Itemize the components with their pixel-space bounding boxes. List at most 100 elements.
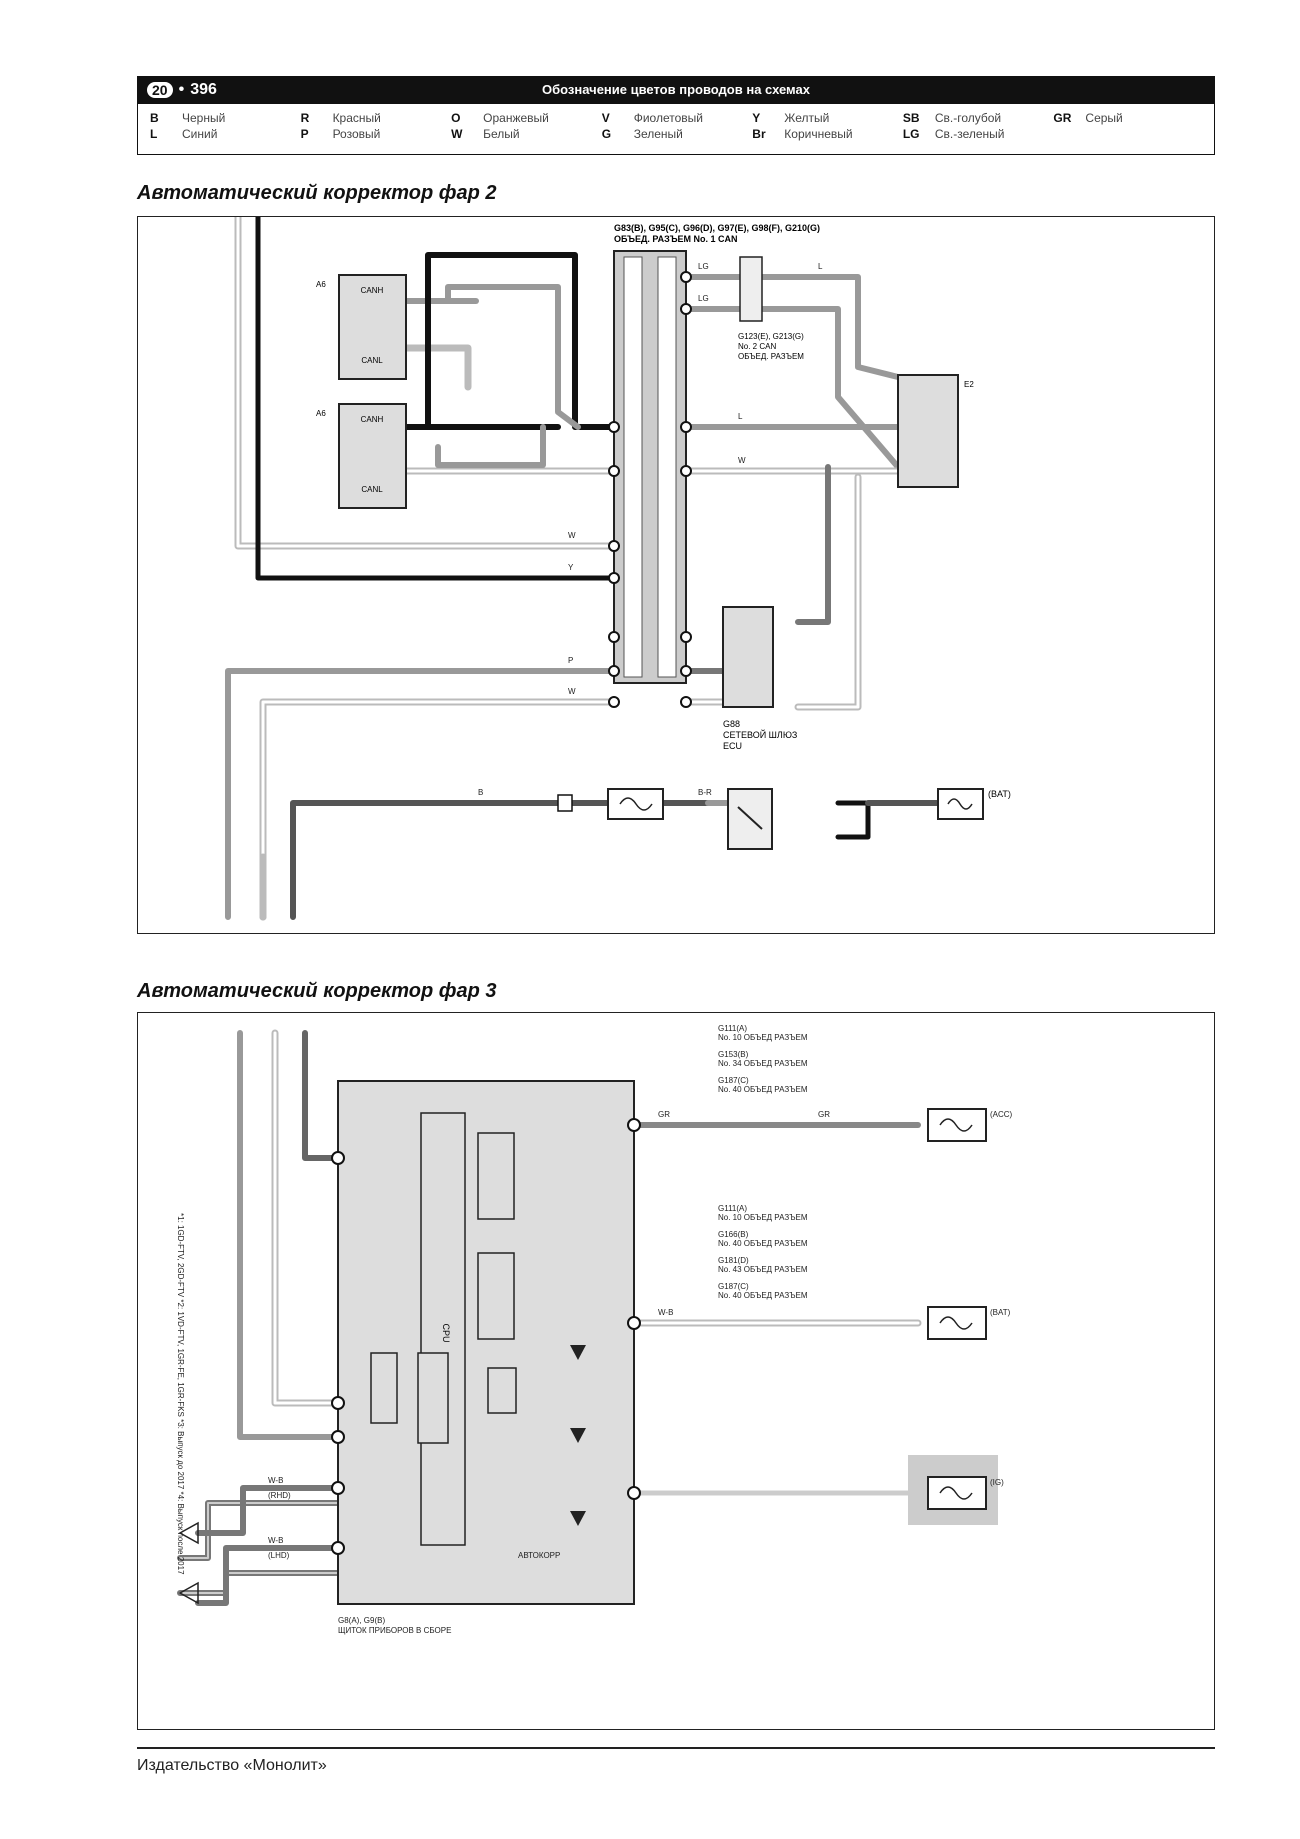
svg-text:GR: GR <box>818 1110 830 1119</box>
legend-color-name: Св.-голубой <box>934 111 1002 125</box>
ecu-b-title: A6 <box>316 409 326 418</box>
svg-text:(ACC): (ACC) <box>990 1110 1013 1119</box>
legend-color-name: Розовый <box>332 127 381 141</box>
legend-item: SB Св.-голубой <box>903 111 1054 125</box>
junction2-sub: No. 2 CAN <box>738 342 776 351</box>
svg-text:G187(C): G187(C) <box>718 1076 749 1085</box>
legend-item: Y Желтый <box>752 111 903 125</box>
svg-text:G166(B): G166(B) <box>718 1230 749 1239</box>
ecu-a-box <box>338 274 407 380</box>
svg-text:W: W <box>568 687 576 696</box>
legend-code: P <box>300 127 309 141</box>
page-number-value: 396 <box>190 81 217 98</box>
fuse-ig-icon <box>927 1476 987 1510</box>
ecu-a-canh: CANH <box>361 286 384 295</box>
chapter-badge: 20 <box>147 82 173 98</box>
junction-subtitle: ОБЪЕД. РАЗЪЕМ No. 1 CAN <box>614 234 738 244</box>
diagram-2-svg: CPU G111(A) No. 10 ОБЪЕД РАЗЪЕМ G153(B) … <box>176 1024 1013 1635</box>
legend-color-name: Белый <box>483 127 520 141</box>
legend-code: G <box>601 127 612 141</box>
svg-text:G111(A): G111(A) <box>718 1204 747 1213</box>
page-header-bar: 20 • 396 Обозначение цветов проводов на … <box>137 76 1215 104</box>
svg-text:G8(A), G9(B): G8(A), G9(B) <box>338 1616 385 1625</box>
legend-code: B <box>150 111 159 125</box>
legend-code: R <box>300 111 310 125</box>
legend-code: V <box>601 111 610 125</box>
gateway-ecu-box <box>722 606 774 708</box>
legend-color-name: Желтый <box>784 111 830 125</box>
legend-code: Br <box>752 127 766 141</box>
dlc-box <box>897 374 959 488</box>
svg-text:(BAT): (BAT) <box>990 1308 1011 1317</box>
diagram-1-svg: CANH CANL A6 CANH CANL A6 G83(B), G95(C)… <box>225 213 1011 921</box>
wiring-diagram-1: CANH CANL A6 CANH CANL A6 G83(B), G95(C)… <box>137 213 1215 934</box>
svg-text:W-B: W-B <box>658 1308 673 1317</box>
svg-text:(RHD): (RHD) <box>268 1491 291 1500</box>
fuse-acc-icon <box>927 1108 987 1142</box>
legend-item: G Зеленый <box>602 127 753 141</box>
legend-color-name: Синий <box>182 127 218 141</box>
svg-text:B: B <box>478 788 483 797</box>
svg-text:LG: LG <box>698 294 709 303</box>
bat-label: (BAT) <box>988 789 1011 799</box>
legend-code: O <box>451 111 461 125</box>
svg-text:No. 10 ОБЪЕД РАЗЪЕМ: No. 10 ОБЪЕД РАЗЪЕМ <box>718 1213 808 1222</box>
gateway-sub1: СЕТЕВОЙ ШЛЮЗ <box>723 729 797 740</box>
ecu-b-canh: CANH <box>361 415 384 424</box>
svg-text:(LHD): (LHD) <box>268 1551 290 1560</box>
svg-text:No. 34 ОБЪЕД РАЗЪЕМ: No. 34 ОБЪЕД РАЗЪЕМ <box>718 1059 808 1068</box>
svg-text:АВТОКОРР: АВТОКОРР <box>518 1551 560 1560</box>
legend-color-name: Серый <box>1085 111 1123 125</box>
ecu-a-title: A6 <box>316 280 326 289</box>
legend-color-name: Зеленый <box>633 127 683 141</box>
legend-color-name: Св.-зеленый <box>934 127 1005 141</box>
svg-text:(IG): (IG) <box>990 1478 1004 1487</box>
legend-item: W Белый <box>451 127 602 141</box>
legend-item: LG Св.-зеленый <box>903 127 1054 141</box>
legend-code: LG <box>902 127 920 141</box>
legend-code: SB <box>902 111 920 125</box>
legend-code: L <box>150 127 158 141</box>
display-driver-2 <box>477 1252 515 1340</box>
gateway-title: G88 <box>723 719 740 729</box>
junction2-title: G123(E), G213(G) <box>738 332 804 341</box>
svg-text:No. 10 ОБЪЕД РАЗЪЕМ: No. 10 ОБЪЕД РАЗЪЕМ <box>718 1033 808 1042</box>
legend-code: W <box>451 127 463 141</box>
sub-junction-g123 <box>739 256 763 322</box>
gateway-sub2: ECU <box>723 741 742 751</box>
cpu-box <box>420 1112 466 1546</box>
svg-text:W-B: W-B <box>268 1476 283 1485</box>
legend-code: Y <box>752 111 761 125</box>
5v-ic-box <box>487 1367 517 1414</box>
footer-rule <box>137 1747 1215 1749</box>
legend-item: L Синий <box>150 127 301 141</box>
display-driver-1 <box>477 1132 515 1220</box>
svg-text:B-R: B-R <box>698 788 712 797</box>
engine-notes: *1: 1GD-FTV, 2GD-FTV *2: 1VD-FTV, 1GR-FE… <box>176 1213 185 1575</box>
legend-item: Br Коричневый <box>752 127 903 141</box>
legend-item: V Фиолетовый <box>602 111 753 125</box>
legend-color-name: Коричневый <box>784 127 853 141</box>
svg-text:No. 40 ОБЪЕД РАЗЪЕМ: No. 40 ОБЪЕД РАЗЪЕМ <box>718 1291 808 1300</box>
ecu-a-canl: CANL <box>361 356 383 365</box>
legend-color-name: Фиолетовый <box>633 111 703 125</box>
svg-text:G181(D): G181(D) <box>718 1256 749 1265</box>
can-controller-box <box>417 1352 449 1444</box>
legend-title: Обозначение цветов проводов на схемах <box>542 82 810 97</box>
svg-text:W-B: W-B <box>268 1536 283 1545</box>
section1-title: Автоматический корректор фар 2 <box>137 182 497 204</box>
svg-text:CPU: CPU <box>441 1323 451 1342</box>
svg-text:W: W <box>738 456 746 465</box>
ecu-b-box <box>338 403 407 509</box>
svg-text:W: W <box>568 531 576 540</box>
junction-title: G83(B), G95(C), G96(D), G97(E), G98(F), … <box>614 223 820 233</box>
svg-text:Y: Y <box>568 563 574 572</box>
can-if-box <box>370 1352 398 1424</box>
dlc-title: E2 <box>964 380 974 389</box>
svg-text:No. 40 ОБЪЕД РАЗЪЕМ: No. 40 ОБЪЕД РАЗЪЕМ <box>718 1239 808 1248</box>
